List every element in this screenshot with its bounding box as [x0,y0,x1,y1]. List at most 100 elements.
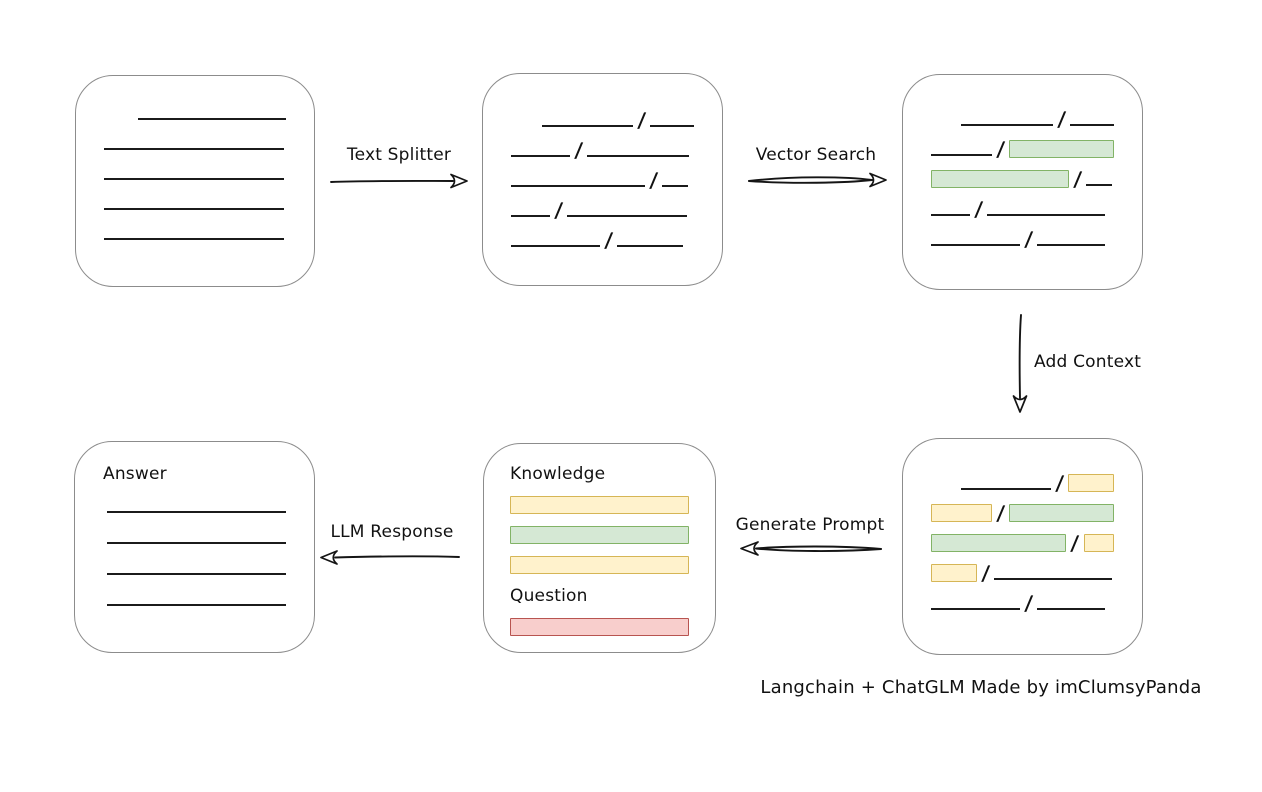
text-line [961,124,1054,126]
credit-text: Langchain + ChatGLM Made by imClumsyPand… [760,677,1202,698]
doc-row: Answer [103,452,286,484]
llm-response-arrow-icon [320,550,460,565]
text-line [511,155,570,157]
doc-row: / [511,159,694,192]
text-line [961,488,1052,490]
doc-row: / [931,552,1114,585]
add-context-label: Add Context [1034,352,1142,372]
slash-divider: / [1072,167,1083,191]
highlight-green-chunk [510,526,689,544]
text-line [107,511,286,513]
slash-divider: / [1023,227,1034,251]
doc-row: / [931,522,1114,555]
text-line [511,245,600,247]
matched-chunk-lines: / / / / / [903,75,1142,289]
highlight-yellow-chunk [510,556,689,574]
text-line [987,214,1106,216]
doc-row [510,544,689,574]
doc-row: / [931,98,1114,131]
doc-row: / [931,158,1114,191]
slash-divider: / [1023,591,1034,615]
highlight-green-chunk [1008,504,1114,522]
text-line [107,573,286,575]
highlight-green-chunk [1008,140,1114,158]
text-line [617,245,684,247]
text-line [107,604,286,606]
vector-search-arrow-icon [748,172,887,188]
doc-row: / [931,492,1114,525]
text-line [104,178,284,180]
vector-search-label: Vector Search [755,145,877,165]
text-line [1070,124,1114,126]
text-line [104,238,284,240]
doc-row [103,484,286,515]
doc-row [510,606,689,636]
slash-divider: / [648,168,659,192]
doc-row [104,182,286,212]
text-splitter-arrow-icon [330,173,468,189]
highlight-red-chunk [510,618,689,636]
highlight-green-chunk [931,170,1069,188]
doc-row [104,122,286,152]
text-line [931,244,1020,246]
text-line [104,208,284,210]
text-line [931,608,1020,610]
text-line [650,125,694,127]
text-line [931,214,970,216]
answer-content: Answer [75,442,314,652]
highlight-yellow-chunk [931,564,977,582]
highlight-yellow-chunk [510,496,689,514]
doc-row: / [931,218,1114,251]
slash-divider: / [980,561,991,585]
doc-row [103,515,286,546]
text-line [1037,244,1106,246]
split-chunks-node: ///// [482,73,723,286]
text-line [587,155,690,157]
matched-chunks-node: / / / / / [902,74,1143,290]
doc-row: Question [510,574,689,606]
slash-divider: / [995,501,1006,525]
text-line [104,148,284,150]
doc-row: Knowledge [510,454,689,484]
context-chunk-lines: / / / / / [903,439,1142,654]
highlight-yellow-chunk [1068,474,1114,492]
doc-row: / [931,462,1114,495]
knowledge-label: Knowledge [510,464,606,484]
doc-row: / [931,128,1114,161]
highlight-yellow-chunk [931,504,992,522]
slash-divider: / [973,197,984,221]
highlight-yellow-chunk [1083,534,1114,552]
source-document-node [75,75,315,287]
text-line [511,215,550,217]
context-chunks-node: / / / / / [902,438,1143,655]
slash-divider: / [995,137,1006,161]
document-lines [76,76,314,286]
doc-row [103,577,286,608]
doc-row [104,92,286,122]
add-context-arrow-icon [1012,314,1028,413]
doc-row: / [511,129,694,162]
text-line [542,125,634,127]
doc-row [510,514,689,544]
doc-row: / [511,189,694,222]
doc-row [104,152,286,182]
question-label: Question [510,586,588,606]
doc-row [510,484,689,514]
slash-divider: / [1070,531,1080,555]
answer-node: Answer [74,441,315,653]
slash-divider: / [1054,471,1065,495]
doc-row: / [931,188,1114,221]
text-splitter-label: Text Splitter [346,145,452,165]
text-line [662,185,689,187]
doc-row: / [511,99,694,132]
slash-divider: / [636,108,647,132]
slash-divider: / [1056,107,1067,131]
doc-row [104,212,286,242]
doc-row [103,546,286,577]
text-line [511,185,645,187]
text-line [567,215,688,217]
doc-row: / [511,219,694,252]
